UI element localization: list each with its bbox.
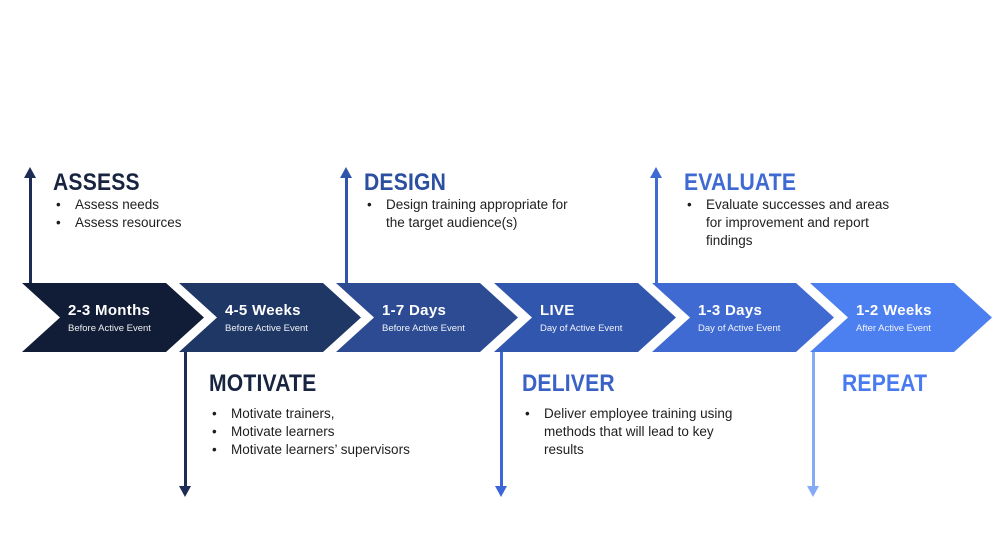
bullet-item: • Deliver employee training using method… [525, 405, 732, 459]
motivate-down-arrow-icon [179, 486, 191, 497]
step-subtitle: Before Active Event [68, 322, 151, 334]
step-subtitle: Before Active Event [225, 322, 308, 334]
design-up-arrow-line [345, 176, 348, 283]
bullet-item: • Design training appropriate for the ta… [367, 196, 568, 232]
step-title: 1-7 Days [382, 301, 447, 319]
bullet-dot: • [525, 406, 530, 421]
deliver-bullet-list: • Deliver employee training using method… [525, 405, 732, 459]
bullet-dot: • [212, 406, 217, 421]
bullet-item: • Assess resources [56, 214, 182, 232]
assess-title: ASSESS [53, 169, 140, 196]
bullet-item: • Motivate learners [212, 423, 410, 441]
bullet-dot: • [212, 424, 217, 439]
evaluate-up-arrow-line [655, 176, 658, 283]
bullet-item: • Motivate learners’ supervisors [212, 441, 410, 459]
timeline-step-1-3-days: 1-3 Days Day of Active Event [652, 283, 834, 352]
bullet-item: • Evaluate successes and areas for impro… [687, 196, 889, 250]
bullet-item: • Assess needs [56, 196, 182, 214]
bullet-dot: • [212, 442, 217, 457]
bullet-text: Assess needs [75, 197, 160, 212]
motivate-title: MOTIVATE [209, 370, 317, 397]
design-title: DESIGN [364, 169, 447, 196]
step-title: 1-3 Days [698, 301, 763, 319]
assess-up-arrow-icon [24, 167, 36, 178]
timeline-step-4-5-weeks: 4-5 Weeks Before Active Event [179, 283, 361, 352]
bullet-item: • Motivate trainers, [212, 405, 410, 423]
bullet-text: Evaluate successes and areas [706, 197, 890, 212]
bullet-text: for improvement and report [706, 215, 869, 230]
design-up-arrow-icon [340, 167, 352, 178]
step-title: LIVE [540, 301, 575, 319]
bullet-text: the target audience(s) [386, 215, 518, 230]
assess-up-arrow-line [29, 176, 32, 283]
bullet-text: Motivate learners [231, 424, 335, 439]
evaluate-title: EVALUATE [684, 169, 797, 196]
bullet-text: Motivate learners’ supervisors [231, 442, 410, 457]
repeat-down-arrow-line [812, 352, 815, 487]
bullet-text: Assess resources [75, 215, 182, 230]
timeline-step-1-2-weeks: 1-2 Weeks After Active Event [810, 283, 992, 352]
step-title: 1-2 Weeks [856, 301, 932, 319]
motivate-down-arrow-line [184, 352, 187, 487]
repeat-title: REPEAT [842, 370, 928, 397]
bullet-dot: • [687, 197, 692, 212]
bullet-text: Design training appropriate for [386, 197, 568, 212]
step-title: 4-5 Weeks [225, 301, 301, 319]
design-bullet-list: • Design training appropriate for the ta… [367, 196, 568, 232]
repeat-down-arrow-icon [807, 486, 819, 497]
deliver-down-arrow-line [500, 352, 503, 487]
bullet-dot: • [56, 197, 61, 212]
deliver-title: DELIVER [522, 370, 615, 397]
step-subtitle: Day of Active Event [540, 322, 623, 334]
timeline-step-2-3-months: 2-3 Months Before Active Event [22, 283, 204, 352]
step-subtitle: Before Active Event [382, 322, 465, 334]
step-subtitle: Day of Active Event [698, 322, 781, 334]
timeline-step-1-7-days: 1-7 Days Before Active Event [336, 283, 518, 352]
step-title: 2-3 Months [68, 301, 151, 319]
step-subtitle: After Active Event [856, 322, 931, 334]
assess-bullet-list: • Assess needs • Assess resources [56, 196, 182, 232]
bullet-text: methods that will lead to key [544, 424, 714, 439]
motivate-bullet-list: • Motivate trainers, • Motivate learners… [212, 405, 410, 459]
bullet-text: Motivate trainers, [231, 406, 335, 421]
bullet-dot: • [56, 215, 61, 230]
bullet-text: findings [706, 233, 753, 248]
evaluate-bullet-list: • Evaluate successes and areas for impro… [687, 196, 889, 250]
deliver-down-arrow-icon [495, 486, 507, 497]
bullet-text: results [544, 442, 584, 457]
bullet-text: Deliver employee training using [544, 406, 733, 421]
evaluate-up-arrow-icon [650, 167, 662, 178]
timeline-step-live: LIVE Day of Active Event [494, 283, 676, 352]
bullet-dot: • [367, 197, 372, 212]
